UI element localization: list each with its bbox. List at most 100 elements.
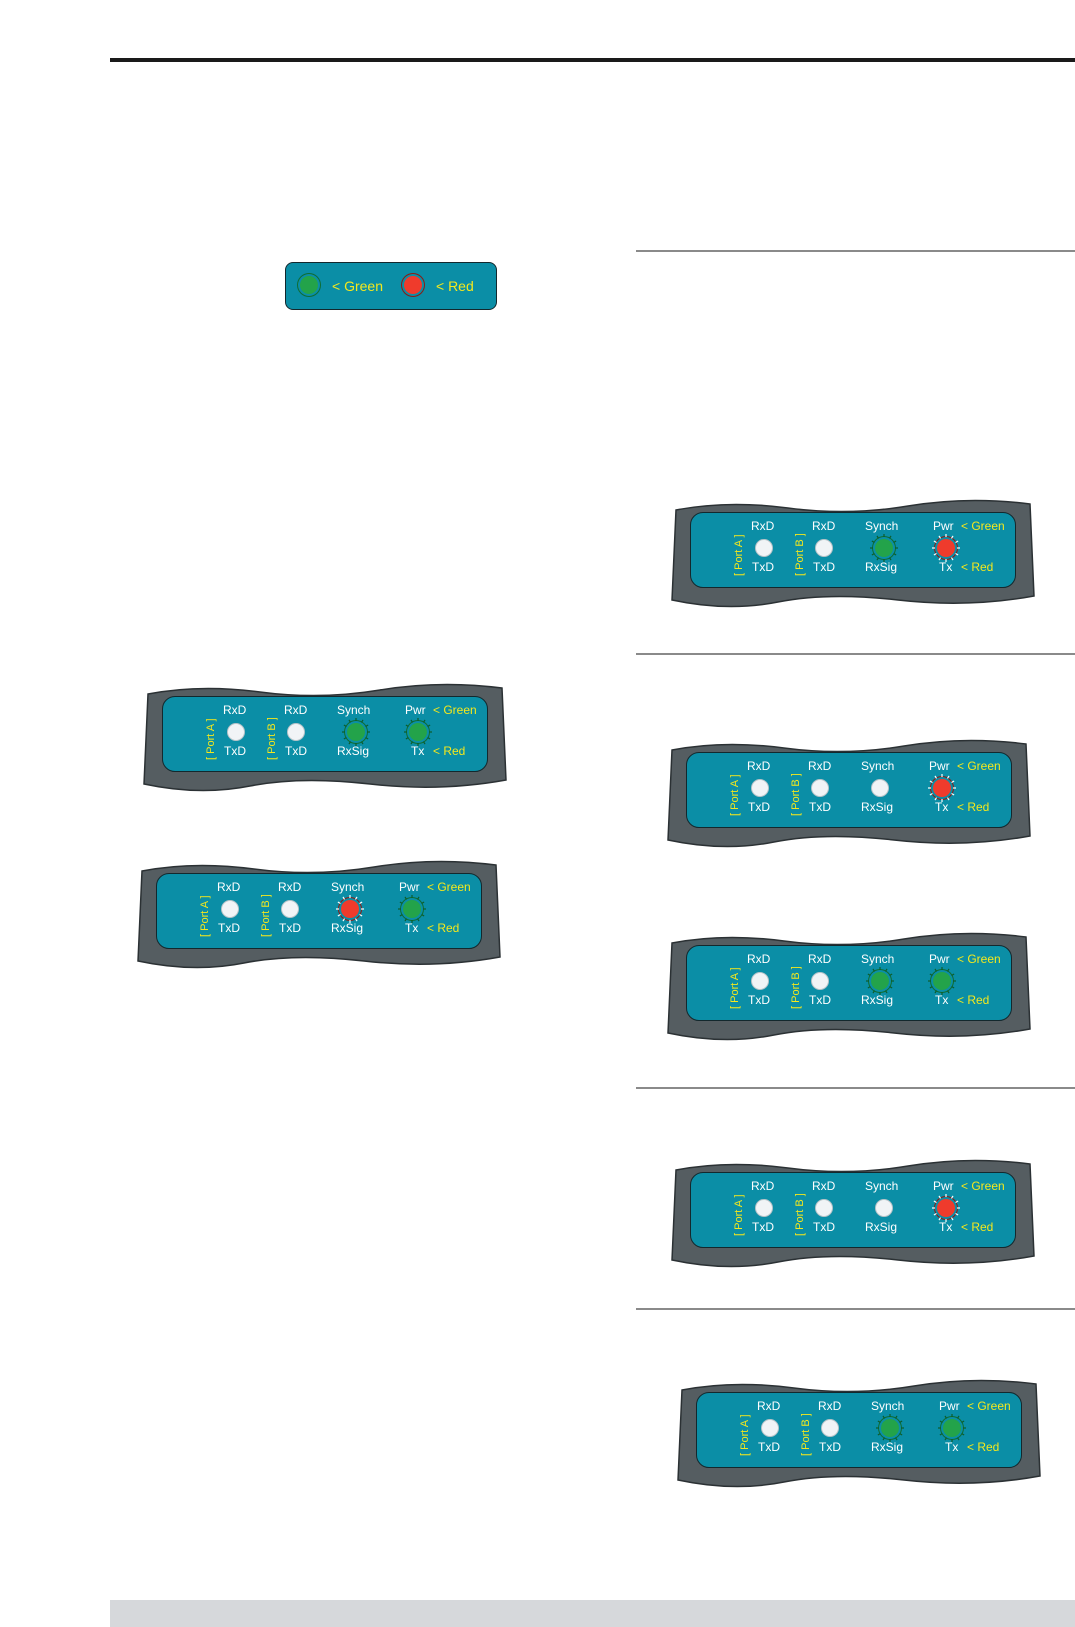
port-b-led-icon — [821, 1419, 839, 1437]
led-glow-rays-icon — [932, 1194, 960, 1222]
port-b-label: [ Port B ] — [794, 533, 806, 576]
synch-led-icon — [336, 895, 364, 923]
synch-label: Synch — [865, 519, 899, 533]
pwr-label: Pwr — [929, 952, 950, 966]
port-b-led-icon — [281, 900, 299, 918]
synch-led-icon — [866, 967, 894, 995]
rxsig-label: RxSig — [865, 560, 898, 574]
rxd-a-label: RxD — [223, 703, 247, 717]
synch-label: Synch — [861, 952, 895, 966]
led-glow-rays-icon — [928, 967, 956, 995]
section-divider — [636, 653, 1075, 655]
green-led-icon — [300, 276, 318, 294]
port-b-label: [ Port B ] — [790, 773, 802, 816]
red-legend-label: < Red — [967, 1440, 1000, 1454]
section-divider — [636, 250, 1075, 252]
txd-b-label: TxD — [279, 921, 301, 935]
txd-b-label: TxD — [819, 1440, 841, 1454]
green-legend-label: < Green — [967, 1399, 1011, 1413]
synch-led-icon — [875, 1199, 893, 1217]
section-divider — [636, 1308, 1075, 1310]
led-color-legend: < Green < Red — [285, 262, 497, 310]
red-legend-label: < Red — [957, 993, 990, 1007]
led-glow-rays-icon — [928, 774, 956, 802]
rxsig-label: RxSig — [861, 993, 894, 1007]
port-a-label: [ Port A ] — [739, 1414, 751, 1456]
port-a-led-icon — [751, 779, 769, 797]
rxd-b-label: RxD — [818, 1399, 842, 1413]
port-a-led-icon — [755, 539, 773, 557]
port-a-led-icon — [221, 900, 239, 918]
pwr-led-icon — [398, 895, 426, 923]
port-a-led-icon — [751, 972, 769, 990]
pwr-label: Pwr — [939, 1399, 960, 1413]
port-b-label: [ Port B ] — [790, 966, 802, 1009]
rxd-a-label: RxD — [751, 519, 775, 533]
footer-bar — [110, 1600, 1075, 1627]
pwr-label: Pwr — [399, 880, 420, 894]
rxd-a-label: RxD — [751, 1179, 775, 1193]
rxd-b-label: RxD — [808, 952, 832, 966]
rxd-b-label: RxD — [278, 880, 302, 894]
port-a-label: [ Port A ] — [205, 718, 217, 760]
synch-label: Synch — [331, 880, 365, 894]
txd-a-label: TxD — [748, 800, 770, 814]
rxd-b-label: RxD — [284, 703, 308, 717]
green-legend-label: < Green — [957, 952, 1001, 966]
tx-label: Tx — [405, 921, 419, 935]
pwr-led-icon — [932, 1194, 960, 1222]
rxd-b-label: RxD — [808, 759, 832, 773]
rxsig-label: RxSig — [871, 1440, 904, 1454]
txd-b-label: TxD — [813, 1220, 835, 1234]
red-led-icon — [404, 276, 422, 294]
synch-led-icon — [870, 534, 898, 562]
rxd-b-label: RxD — [812, 1179, 836, 1193]
synch-led-icon — [876, 1414, 904, 1442]
red-legend-label: < Red — [961, 1220, 994, 1234]
port-b-label: [ Port B ] — [266, 717, 278, 760]
rxd-a-label: RxD — [757, 1399, 781, 1413]
tx-label: Tx — [935, 800, 949, 814]
pwr-label: Pwr — [929, 759, 950, 773]
led-glow-rays-icon — [404, 718, 432, 746]
led-glow-rays-icon — [876, 1414, 904, 1442]
led-glow-rays-icon — [866, 967, 894, 995]
port-b-label: [ Port B ] — [260, 894, 272, 937]
port-a-led-icon — [755, 1199, 773, 1217]
top-rule — [110, 58, 1075, 62]
txd-b-label: TxD — [809, 800, 831, 814]
green-legend-label: < Green — [961, 1179, 1005, 1193]
tx-label: Tx — [939, 560, 953, 574]
synch-label: Synch — [337, 703, 371, 717]
green-legend-label: < Green — [957, 759, 1001, 773]
rxd-a-label: RxD — [747, 952, 771, 966]
legend-red-label: < Red — [436, 278, 474, 294]
tx-label: Tx — [945, 1440, 959, 1454]
rxd-a-label: RxD — [217, 880, 241, 894]
led-glow-rays-icon — [870, 534, 898, 562]
green-legend-label: < Green — [427, 880, 471, 894]
rxsig-label: RxSig — [861, 800, 894, 814]
rxd-a-label: RxD — [747, 759, 771, 773]
rxd-b-label: RxD — [812, 519, 836, 533]
port-a-label: [ Port A ] — [729, 967, 741, 1009]
led-glow-rays-icon — [938, 1414, 966, 1442]
txd-a-label: TxD — [752, 1220, 774, 1234]
red-legend-label: < Red — [961, 560, 994, 574]
red-legend-label: < Red — [427, 921, 460, 935]
txd-b-label: TxD — [809, 993, 831, 1007]
txd-a-label: TxD — [224, 744, 246, 758]
port-b-led-icon — [815, 539, 833, 557]
synch-led-icon — [871, 779, 889, 797]
txd-a-label: TxD — [752, 560, 774, 574]
txd-a-label: TxD — [758, 1440, 780, 1454]
